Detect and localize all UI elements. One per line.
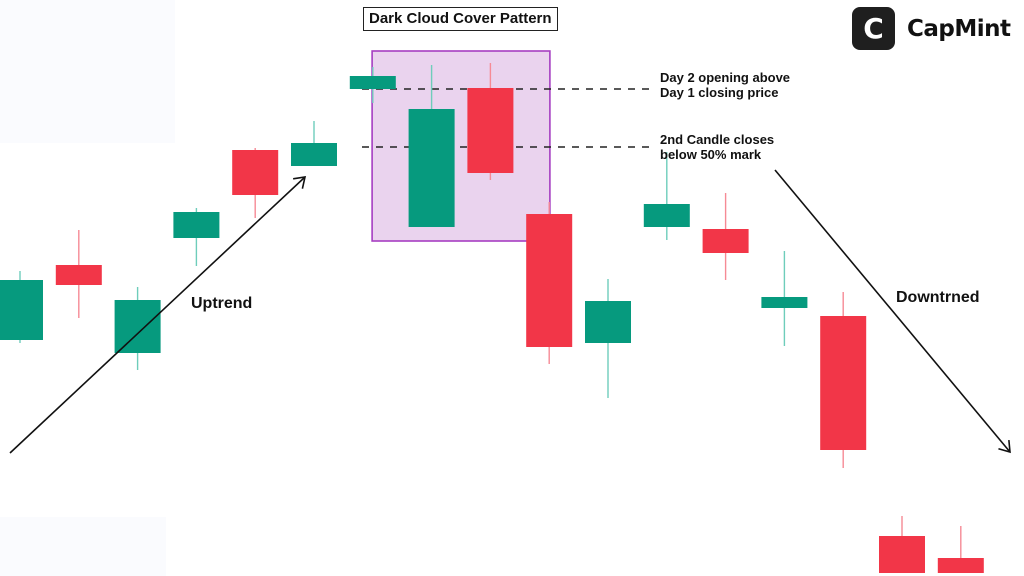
candle-body (55, 265, 102, 285)
candle-body (643, 204, 690, 227)
candle-body (585, 301, 631, 343)
candle-12 (643, 152, 690, 240)
uptrend-arrow (9, 176, 307, 454)
candle-body (0, 280, 43, 340)
candle-body (526, 214, 573, 347)
candle-body (349, 76, 396, 89)
candle-4 (173, 208, 220, 266)
candle-17 (937, 526, 984, 573)
candle-6 (291, 121, 337, 166)
chart-title: Dark Cloud Cover Pattern (363, 7, 558, 31)
capmint-logo-text: CapMint (907, 15, 1011, 42)
downtrend-arrow-head (998, 439, 1011, 454)
downtrend-label: Downtrned (896, 289, 980, 306)
candle-8 (408, 65, 455, 227)
candle-body (937, 558, 984, 573)
uptrend-label: Uptrend (191, 295, 253, 312)
candle-16 (879, 516, 925, 573)
candle-body (232, 150, 279, 195)
candle-body (820, 316, 867, 450)
candle-body (879, 536, 925, 573)
capmint-logo: C CapMint (852, 7, 1011, 50)
candle-body (467, 88, 514, 173)
candle-11 (585, 279, 631, 398)
pattern-highlight-box (371, 50, 551, 242)
faded-background-panel-bottom (0, 517, 166, 576)
annotation-line: below 50% mark (660, 147, 762, 162)
annotation-50pct-close: 2nd Candle closes below 50% mark (660, 132, 774, 162)
candle-body (173, 212, 220, 238)
uptrend-arrow-head (293, 176, 307, 189)
annotation-day2-opening: Day 2 opening above Day 1 closing price (660, 70, 790, 100)
capmint-logo-icon: C (852, 7, 895, 50)
candle-2 (55, 230, 102, 318)
annotation-line: Day 2 opening above (660, 70, 791, 85)
uptrend-arrow-shaft (9, 176, 306, 454)
annotation-line: 2nd Candle closes (660, 132, 775, 147)
candle-9 (467, 63, 514, 180)
candle-3 (114, 287, 161, 370)
candle-body (702, 229, 749, 253)
candle-14 (761, 251, 808, 346)
faded-background-panel-top (0, 0, 175, 143)
candle-body (114, 300, 161, 353)
candle-body (761, 297, 808, 308)
candle-1 (0, 271, 43, 343)
candle-body (408, 109, 455, 227)
candle-15 (820, 292, 867, 468)
candle-7 (349, 67, 396, 103)
downtrend-arrow-shaft (774, 169, 1011, 453)
candle-5 (232, 148, 279, 218)
candle-10 (526, 202, 573, 364)
candle-body (291, 143, 337, 166)
candle-13 (702, 193, 749, 280)
downtrend-arrow (774, 169, 1011, 454)
annotation-line: Day 1 closing price (660, 85, 779, 100)
